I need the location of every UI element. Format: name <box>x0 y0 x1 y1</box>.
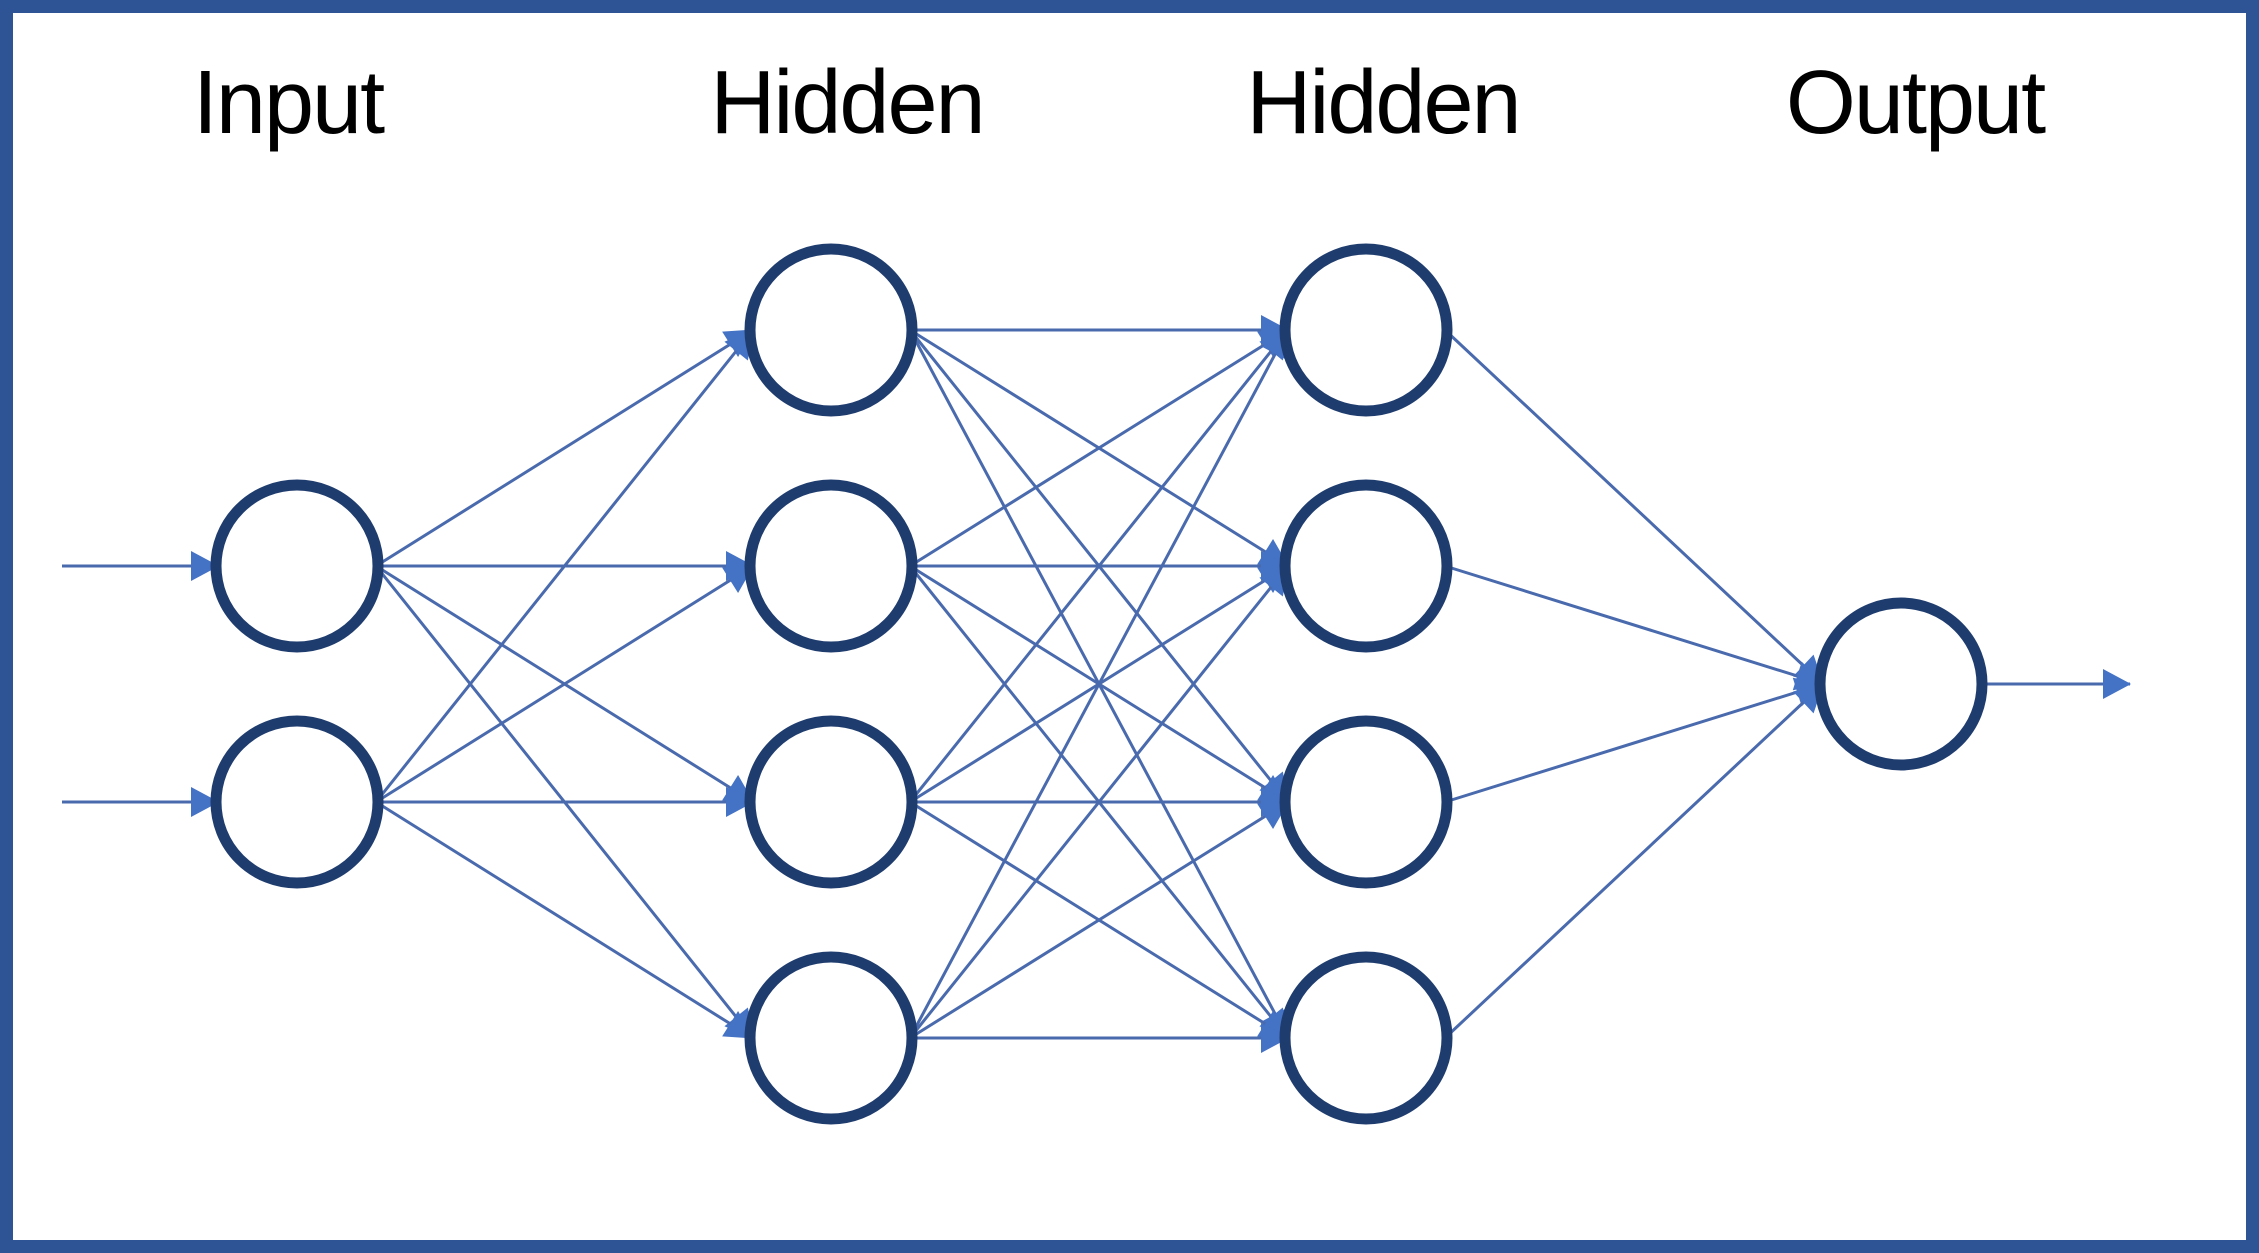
connection-hidden-2-1-to-output-1 <box>1443 328 1825 686</box>
layer-label-hidden-1: Hidden <box>710 53 985 153</box>
connection-hidden-2-4-to-output-1 <box>1443 682 1825 1040</box>
connection-hidden-1-4-to-hidden-2-2 <box>908 565 1290 1039</box>
hidden-1-node-3 <box>744 715 918 889</box>
connection-input-2-to-hidden-1-2 <box>375 564 754 804</box>
hidden-2-node-3 <box>1279 715 1453 889</box>
hidden-2-node-4 <box>1279 951 1453 1125</box>
connection-input-2-to-hidden-1-4 <box>375 800 754 1040</box>
connection-hidden-2-3-to-output-1 <box>1444 677 1824 804</box>
connection-input-2-to-hidden-1-1 <box>374 329 755 803</box>
hidden-1-node-2 <box>744 479 918 653</box>
connection-input-1-to-hidden-1-1 <box>375 328 754 568</box>
connection-hidden-1-4-to-hidden-2-1 <box>908 329 1290 1039</box>
connection-hidden-2-2-to-output-1 <box>1444 564 1824 691</box>
layer-label-hidden-2: Hidden <box>1246 53 1521 153</box>
hidden-2-node-1 <box>1279 243 1453 417</box>
hidden-1-node-4 <box>744 951 918 1125</box>
connection-hidden-1-3-to-hidden-2-1 <box>908 329 1290 803</box>
layer-label-output: Output <box>1785 53 2046 153</box>
hidden-2-node-2 <box>1279 479 1453 653</box>
hidden-1-node-1 <box>744 243 918 417</box>
connection-hidden-1-2-to-hidden-2-1 <box>909 328 1289 568</box>
input-node-1 <box>210 479 384 653</box>
input-node-2 <box>210 715 384 889</box>
output-node-1 <box>1814 597 1988 771</box>
connection-hidden-1-4-to-hidden-2-3 <box>909 800 1289 1040</box>
layer-label-input: Input <box>192 53 385 153</box>
